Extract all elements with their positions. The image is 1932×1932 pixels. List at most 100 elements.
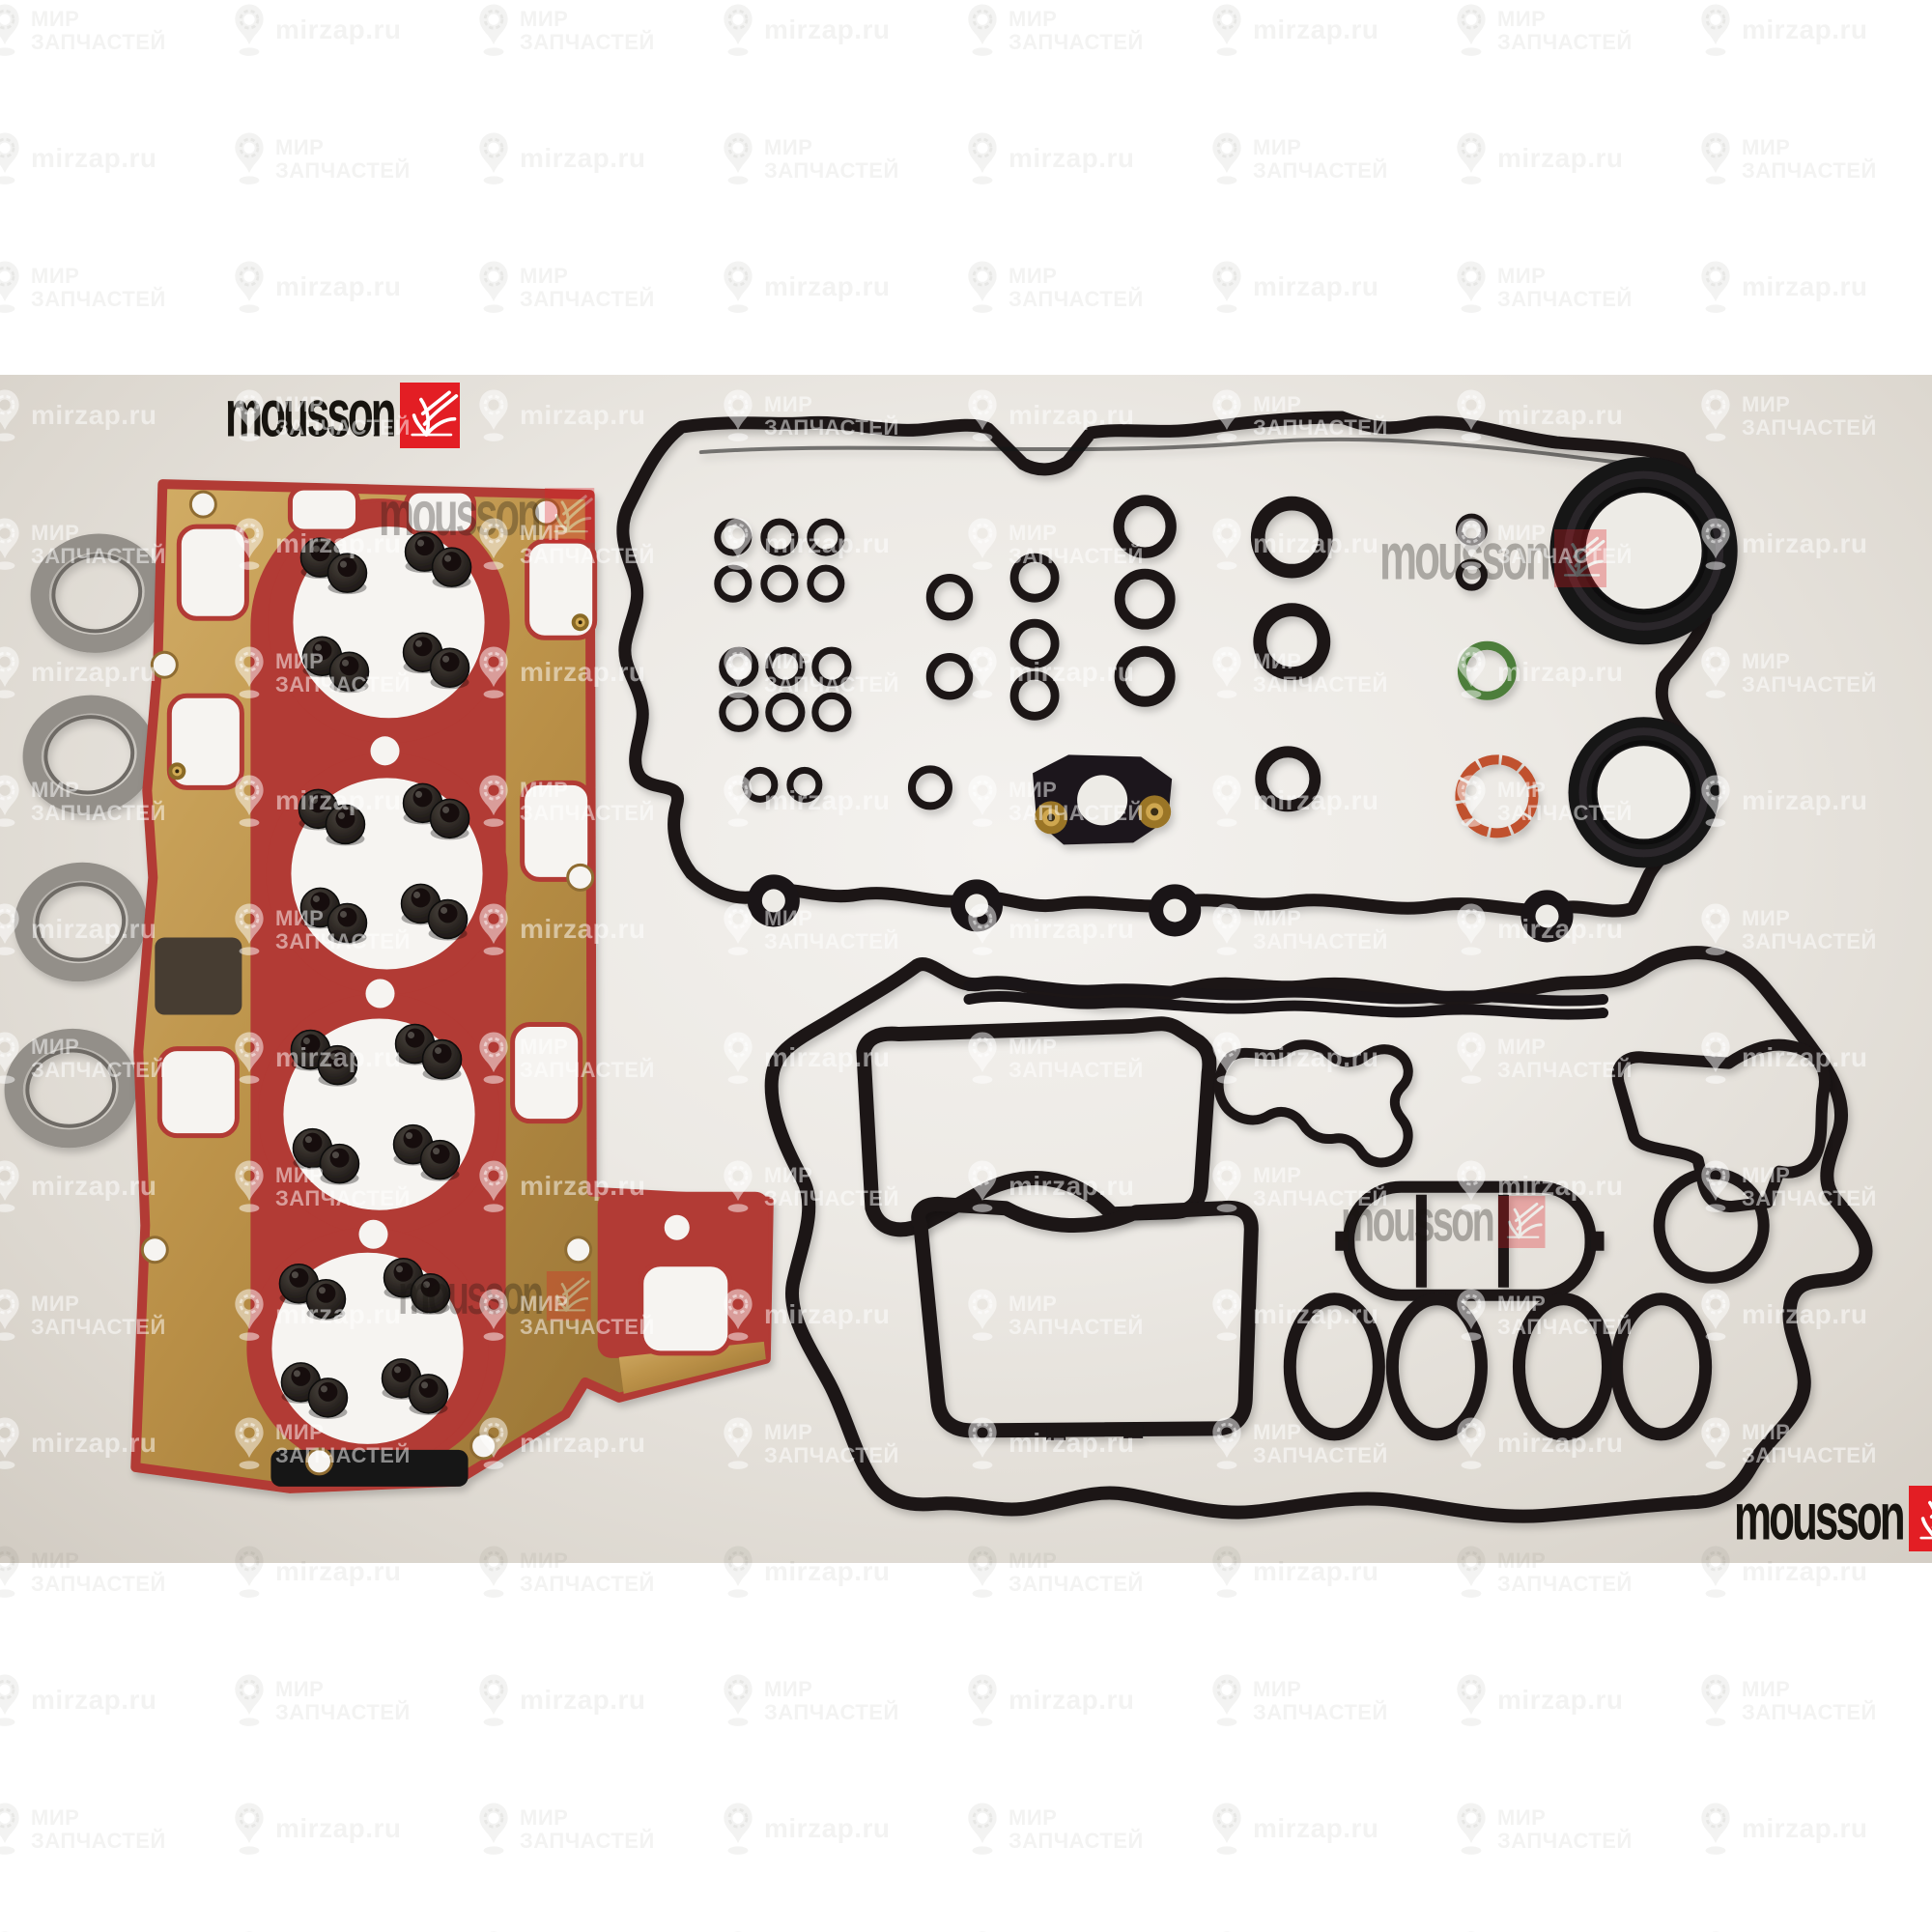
watermark-tile: mirzap.ru <box>966 1672 1135 1728</box>
o-ring <box>907 765 952 810</box>
bolt-hole <box>532 497 561 526</box>
bolt-hole <box>469 1432 498 1461</box>
oil-filter-housing-gasket <box>1611 1038 1831 1284</box>
mousson-faded-watermark: mousson <box>398 1264 591 1326</box>
watermark-tile: mirzap.ru <box>1699 259 1868 315</box>
mousson-faded-watermark: mousson <box>1379 521 1606 594</box>
mousson-windswept-tree-icon <box>1908 1486 1932 1551</box>
mousson-windswept-tree-icon <box>399 383 460 448</box>
o-ring <box>1009 553 1060 603</box>
vacuum-pump-flange <box>1033 754 1173 845</box>
watermark-tile: mirzap.ru <box>233 259 402 315</box>
mousson-logo-top-left: mousson <box>225 378 460 451</box>
o-ring <box>1009 670 1060 721</box>
valve-stem-seal <box>431 547 472 589</box>
o-ring <box>925 573 974 621</box>
o-ring <box>714 564 753 603</box>
valve-stem-seal <box>429 647 470 690</box>
valve-stem-seal <box>328 651 370 694</box>
valve-stem-seal <box>325 804 366 846</box>
intake-port-gasket <box>1283 1293 1385 1441</box>
bolt-hole <box>188 490 217 519</box>
crankshaft-seals <box>1549 457 1738 868</box>
mousson-logo-bottom-right: mousson <box>1734 1481 1932 1554</box>
bolt-hole <box>564 1236 593 1264</box>
o-ring <box>719 692 759 732</box>
watermark-tile: mirzap.ru <box>966 130 1135 186</box>
watermark-tile: mirzap.ru <box>477 1672 646 1728</box>
watermark-tile: mirzap.ru <box>1699 1801 1868 1857</box>
valve-stem-seal <box>327 553 368 595</box>
o-ring <box>925 653 974 700</box>
o-ring <box>1253 603 1331 681</box>
watermark-tile: mirzap.ru <box>233 1801 402 1857</box>
valve-stem-seal <box>410 1273 451 1315</box>
crush-washers <box>4 533 164 1149</box>
valve-stem-seal <box>305 1279 347 1321</box>
crankshaft-seal <box>1568 717 1719 868</box>
watermark-tile: mirzap.ru <box>1699 2 1868 58</box>
crush-washer <box>4 1028 138 1149</box>
bolt-hole <box>566 863 595 892</box>
intake-port-gasket <box>1385 1293 1488 1441</box>
o-ring <box>1009 618 1060 668</box>
crush-washer <box>14 862 148 982</box>
timing-cover-strip-gasket <box>963 977 1609 1020</box>
mousson-faded-watermark: mousson <box>379 480 594 550</box>
o-ring <box>760 518 799 556</box>
o-ring <box>811 646 852 687</box>
cam-cover-inner-gasket-lower <box>911 1196 1259 1440</box>
o-ring <box>719 646 759 687</box>
o-ring <box>714 518 753 556</box>
watermark-tile: mirzap.ru <box>0 130 157 186</box>
valve-stem-seal <box>421 1038 463 1081</box>
valve-stem-seal <box>429 798 470 840</box>
bolt-hole <box>150 650 179 679</box>
brass-bushing <box>1138 795 1172 829</box>
o-ring <box>811 692 852 732</box>
watermark-tile: mirzap.ru <box>722 1801 891 1857</box>
mousson-faded-watermark: mousson <box>1341 1188 1546 1254</box>
watermark-tile: mirzap.ru <box>1210 2 1379 58</box>
bolt-hole <box>304 1447 333 1476</box>
o-ring <box>765 646 806 687</box>
watermark-tile: mirzap.ru <box>0 1672 157 1728</box>
gasket-parts-illustration <box>4 411 1873 1523</box>
o-ring <box>807 518 845 556</box>
cam-cover-inner-gasket-upper <box>856 1016 1217 1237</box>
watermark-tile: mirzap.ru <box>1455 130 1624 186</box>
gasket-set-photo: mousson mousson mousson mousson mousson mou… <box>0 375 1932 1563</box>
crankshaft-seal <box>1549 457 1738 645</box>
bolt-hole <box>140 1236 169 1264</box>
valve-stem-seal <box>319 1143 360 1185</box>
watermark-tile: mirzap.ru <box>1455 1672 1624 1728</box>
cover-grommet <box>747 874 800 927</box>
o-ring <box>1255 746 1321 812</box>
crush-washer <box>22 695 156 815</box>
cover-grommet <box>950 879 1004 932</box>
watermark-tile: mirzap.ru <box>1210 1801 1379 1857</box>
intake-port-gaskets <box>1283 1293 1713 1441</box>
watermark-tile: mirzap.ru <box>477 130 646 186</box>
o-ring <box>1250 496 1333 579</box>
watermark-tile: mirzap.ru <box>1210 259 1379 315</box>
mousson-logo-text: mousson <box>1734 1481 1906 1555</box>
intake-port-gasket <box>1610 1293 1713 1441</box>
o-ring <box>765 692 806 732</box>
o-ring-green <box>1457 640 1517 700</box>
valve-stem-seal <box>307 1378 349 1419</box>
brass-eyelet <box>168 762 186 781</box>
valve-stem-seal <box>419 1139 461 1181</box>
valve-stem-seal <box>327 902 368 945</box>
